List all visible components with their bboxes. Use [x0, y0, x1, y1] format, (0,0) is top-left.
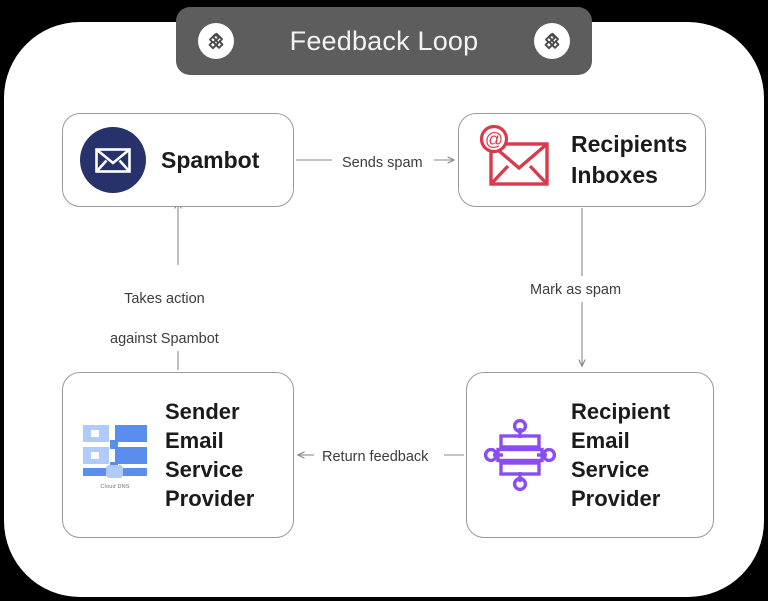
- header-banner: Feedback Loop: [176, 7, 592, 75]
- label-line-3: Service: [165, 457, 244, 482]
- node-sender-email-service-provider[interactable]: Cloud DNS Sender Email Service Provider: [62, 372, 294, 538]
- node-recipients-inboxes[interactable]: @ Recipients Inboxes: [458, 113, 706, 207]
- envelope-in-navy-circle-icon: [79, 126, 147, 194]
- edge-label-sends-spam: Sends spam: [336, 151, 429, 175]
- node-sender-esp-label: Sender Email Service Provider: [165, 397, 254, 514]
- edge-label-line-1: Takes action: [124, 291, 205, 307]
- svg-text:@: @: [485, 130, 503, 150]
- purple-server-network-icon: [483, 418, 557, 492]
- cloud-dns-server-icon: Cloud DNS: [79, 420, 151, 490]
- label-line-2: Email: [165, 427, 224, 453]
- at-envelope-icon: @: [475, 124, 557, 196]
- cloud-dns-caption: Cloud DNS: [100, 484, 130, 490]
- node-spambot-label: Spambot: [161, 146, 260, 173]
- edge-label-line-2: against Spambot: [110, 331, 219, 347]
- label-line-4: Provider: [165, 486, 255, 512]
- edge-label-return-feedback: Return feedback: [316, 445, 435, 469]
- node-recipients-inboxes-label: Recipients Inboxes: [571, 129, 687, 190]
- node-recipient-esp-label: Recipient Email Service Provider: [571, 397, 670, 514]
- label-line-2: Inboxes: [571, 162, 658, 188]
- label-line-4: Provider: [571, 486, 661, 512]
- header-title: Feedback Loop: [289, 25, 479, 56]
- interlocking-links-logo-icon-right: [534, 23, 570, 59]
- label-line-3: Service: [571, 457, 650, 482]
- interlocking-links-logo-icon-left: [198, 23, 234, 59]
- label-line-1: Sender: [165, 398, 240, 424]
- label-line-1: Recipient: [571, 398, 671, 424]
- label-line-2: Email: [571, 427, 630, 453]
- edge-label-mark-as-spam: Mark as spam: [524, 278, 628, 302]
- edge-label-takes-action: Takes action against Spambot: [104, 267, 225, 351]
- node-recipient-email-service-provider[interactable]: Recipient Email Service Provider: [466, 372, 714, 538]
- node-spambot[interactable]: Spambot: [62, 113, 294, 207]
- label-line-1: Recipients: [571, 131, 688, 158]
